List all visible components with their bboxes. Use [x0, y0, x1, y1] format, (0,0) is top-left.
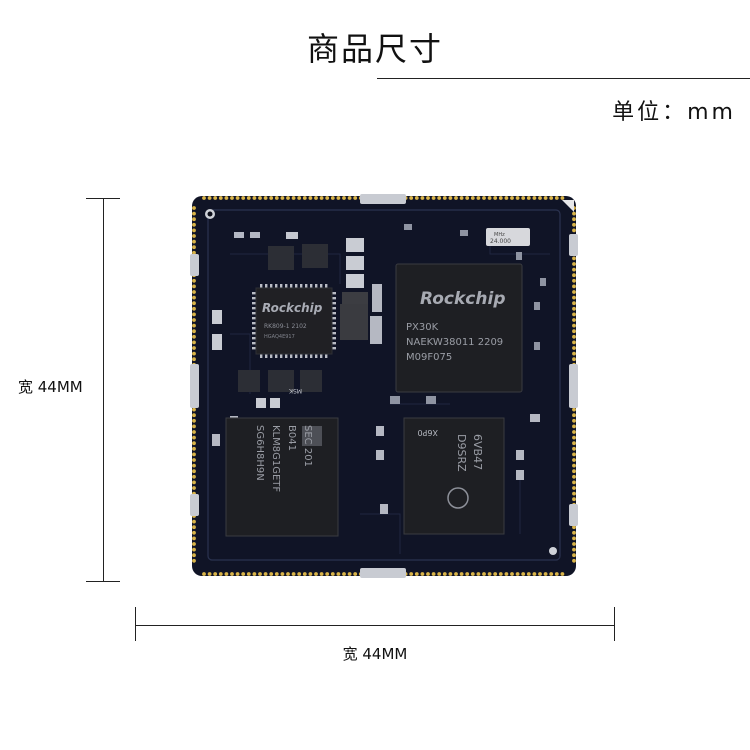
ram-chip: X6P0 6VB47 D9SRZ — [403, 417, 505, 535]
soc-model: PX30K — [406, 322, 439, 333]
emmc-text-4: SG6H8H9N — [254, 425, 265, 481]
pmic-text-2: HGAQ4E917 — [264, 334, 295, 340]
soc-chip: Rockchip PX30K NAEKW38011 2209 M09F075 — [395, 263, 523, 393]
height-dimension-label: 宽 44MM — [18, 374, 83, 399]
pmic-chip: Rockchip RK809-1 2102 HGAQ4E917 — [252, 284, 336, 358]
emmc-text-3: KLM8G1GETF — [270, 425, 281, 492]
height-dimension-cap-top — [86, 198, 120, 199]
pcb-outline — [207, 209, 561, 561]
width-dimension-cap-left — [135, 607, 136, 641]
ram-text-2: D9SRZ — [455, 434, 468, 472]
pin1-marker — [562, 200, 574, 212]
ram-text-1: 6VB47 — [471, 434, 484, 470]
crystal-text-1: MHz — [494, 232, 505, 238]
width-dimension-label: 宽 44MM — [342, 645, 408, 663]
pmic-text-1: RK809-1 2102 — [264, 323, 307, 330]
title-underline — [377, 78, 750, 79]
ram-logo — [447, 487, 469, 509]
height-dimension-line — [103, 198, 104, 582]
crystal-text-2: 24.000 — [490, 238, 511, 245]
passive-components — [212, 224, 546, 514]
castellated-pads — [190, 194, 578, 578]
emmc-text-1: SEC 201 — [302, 425, 313, 467]
soc-text-2: NAEKW38011 2209 — [406, 337, 503, 348]
emmc-chip: SEC 201 B041 KLM8G1GETF SG6H8H9N — [225, 417, 339, 537]
height-dimension-cap-bottom — [86, 581, 120, 582]
width-dimension-line — [135, 625, 615, 626]
pmic-brand: Rockchip — [262, 301, 323, 315]
page-title: 商品尺寸 — [306, 30, 443, 68]
width-dimension-cap-right — [614, 607, 615, 641]
soc-brand: Rockchip — [420, 289, 505, 309]
pcb-board-image: MHz 24.000 Rockchip RK809-1 2102 HGAQ4E9… — [190, 194, 578, 578]
unit-label: 单位：mm — [612, 100, 736, 125]
mount-hole-bottom-right — [549, 547, 557, 555]
silkscreen-mark: MSK — [288, 387, 302, 394]
soc-text-3: M09F075 — [406, 352, 452, 363]
emmc-text-2: B041 — [286, 425, 297, 451]
ram-text-0: X6P0 — [418, 428, 438, 437]
crystal-oscillator — [486, 228, 530, 246]
